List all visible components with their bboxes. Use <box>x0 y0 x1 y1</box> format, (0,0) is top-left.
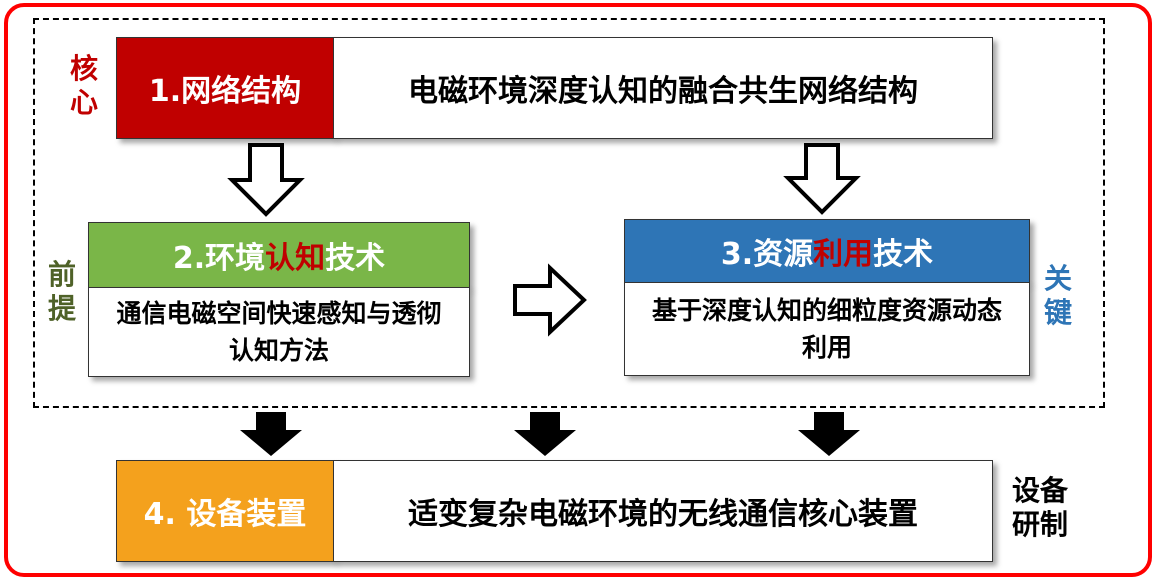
side-label-premise: 前提 <box>47 258 76 325</box>
outer-frame <box>4 3 1152 577</box>
box3-body: 基于深度认知的细粒度资源动态利用 <box>624 282 1030 376</box>
solid-arrow-down-middle <box>514 412 576 456</box>
box3-label-pre: 3.资源 <box>720 237 814 272</box>
hollow-arrow-down-right <box>783 143 861 215</box>
box1-label: 1.网络结构 <box>116 37 334 139</box>
box2-header: 2.环境认知技术 <box>88 222 470 288</box>
box3-label-highlight: 利用 <box>813 237 874 272</box>
solid-arrow-down-right <box>798 412 860 456</box>
box4-label: 4. 设备装置 <box>116 460 334 562</box>
side-label-core: 核心 <box>69 52 98 119</box>
side-label-key: 关键 <box>1043 262 1072 329</box>
box2-label-pre: 2.环境 <box>172 241 266 276</box>
box2-text: 通信电磁空间快速感知与透彻认知方法 <box>116 299 442 365</box>
box3-text: 基于深度认知的细粒度资源动态利用 <box>651 296 1002 362</box>
box2-label-post: 技术 <box>325 241 386 276</box>
solid-arrow-down-left <box>240 412 302 456</box>
box3-label-post: 技术 <box>873 237 934 272</box>
box2-body: 通信电磁空间快速感知与透彻认知方法 <box>88 287 470 377</box>
box4-text: 适变复杂电磁环境的无线通信核心装置 <box>333 460 993 562</box>
side-label-device: 设备研制 <box>1011 474 1068 541</box>
hollow-arrow-right-middle <box>513 263 587 337</box>
dashed-group-border <box>33 18 1105 408</box>
box2-label-highlight: 认知 <box>265 241 326 276</box>
box1-text: 电磁环境深度认知的融合共生网络结构 <box>333 37 993 139</box>
box3-header: 3.资源利用技术 <box>624 219 1030 283</box>
hollow-arrow-down-left <box>227 143 305 217</box>
